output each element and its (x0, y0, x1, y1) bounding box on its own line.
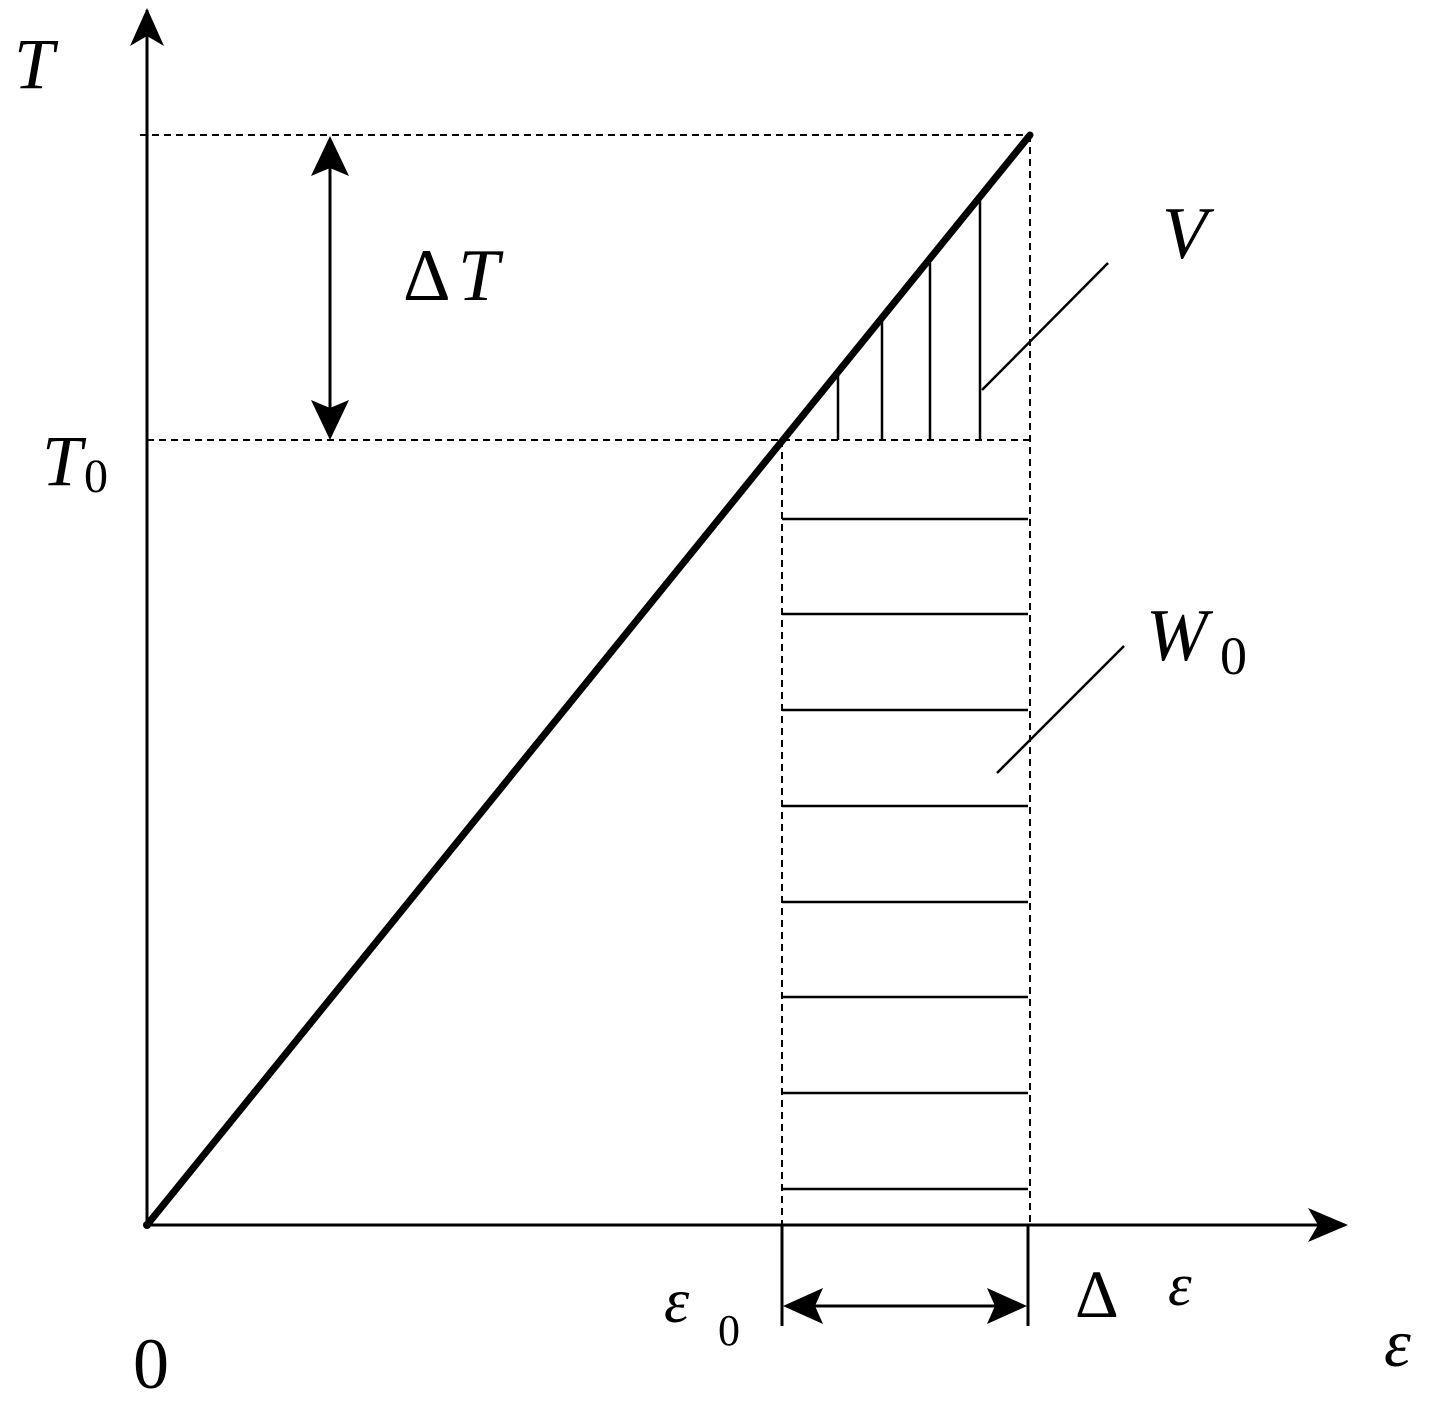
stress-strain-line (143, 131, 1034, 1229)
delta-eps-label: Δ ε (1075, 1252, 1192, 1332)
x-axis-arrowhead (1308, 1208, 1348, 1242)
delta-t-arrowhead-bottom (311, 400, 349, 440)
delta-eps-arrowhead-right (987, 1288, 1027, 1324)
delta-t-symbol: Δ (403, 235, 451, 317)
eps0-label-main: ε (664, 1265, 690, 1336)
v-region-hatching (836, 200, 982, 440)
v-label: V (1162, 193, 1215, 275)
y-axis-label: T (14, 24, 59, 104)
w0-region-hatching (782, 517, 1028, 1191)
eps0-label: ε 0 (664, 1265, 740, 1355)
t0-label: T 0 (42, 421, 108, 503)
y-axis-arrowhead (130, 8, 164, 46)
origin-point (143, 1221, 151, 1229)
delta-eps-arrowhead-left (783, 1288, 823, 1324)
eps0-label-subscript: 0 (718, 1306, 740, 1355)
w0-leader-line (996, 645, 1125, 774)
v-leader-line (981, 262, 1109, 391)
w0-label-subscript: 0 (1220, 626, 1247, 686)
delta-t-variable: T (458, 235, 504, 317)
t0-label-main: T (42, 421, 87, 501)
delta-eps-symbol: Δ (1075, 1256, 1119, 1332)
x-axis-label: ε (1384, 1305, 1411, 1381)
w0-label: W 0 (1146, 595, 1247, 686)
w0-label-main: W (1146, 595, 1214, 677)
delta-eps-variable: ε (1168, 1252, 1192, 1318)
t0-label-subscript: 0 (84, 450, 108, 503)
origin-label: 0 (133, 1324, 169, 1404)
delta-t-label: Δ T (403, 235, 504, 317)
delta-t-arrowhead-top (311, 136, 349, 176)
